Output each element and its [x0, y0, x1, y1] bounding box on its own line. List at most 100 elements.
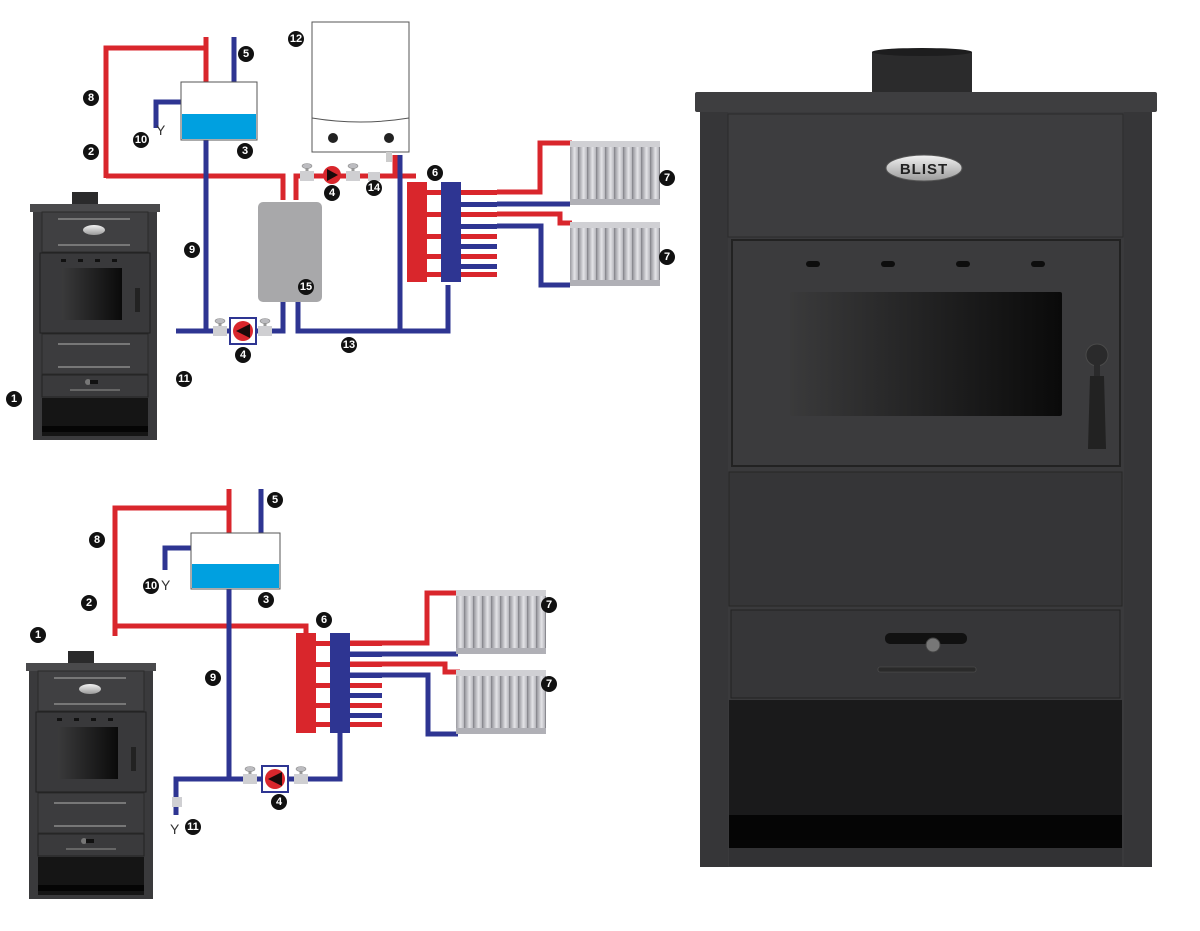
svg-text:5: 5: [243, 48, 249, 60]
svg-text:14: 14: [368, 182, 381, 194]
door-handle-icon[interactable]: [1085, 343, 1109, 449]
pump-icon: [323, 166, 341, 184]
top-diagram: Y: [6, 21, 675, 441]
svg-text:9: 9: [189, 244, 195, 256]
svg-text:7: 7: [546, 599, 552, 611]
callout-10: 10: [143, 578, 159, 594]
valve-icon: [257, 318, 273, 337]
svg-text:4: 4: [329, 187, 336, 199]
door-glass: [790, 292, 1062, 416]
callout-13: 13: [341, 337, 357, 353]
callouts-top: 1 2 3 4 5 6 7 7 8 9 10 11 12 13 14 15 4: [6, 31, 675, 407]
valve-icon: [299, 163, 315, 182]
air-slider-knob[interactable]: [925, 637, 941, 653]
svg-text:BLIST: BLIST: [900, 161, 948, 178]
callout-3: 3: [237, 143, 253, 159]
drawer-handle[interactable]: [877, 666, 977, 673]
callout-9: 9: [184, 242, 200, 258]
svg-text:8: 8: [94, 534, 100, 546]
callout-9: 9: [205, 670, 221, 686]
buffer-tank: [258, 202, 322, 302]
expansion-tank-top: [180, 81, 258, 141]
svg-text:4: 4: [276, 796, 283, 808]
svg-text:15: 15: [300, 281, 312, 293]
callout-7: 7: [541, 597, 557, 613]
callout-8: 8: [89, 532, 105, 548]
callout-12: 12: [288, 31, 304, 47]
manifold-bottom: [296, 590, 460, 737]
callout-7b: 7: [541, 676, 557, 692]
valve-icon: [293, 766, 309, 785]
stove-small-icon: [29, 191, 161, 441]
ash-drawer[interactable]: [730, 609, 1121, 699]
callout-15: 15: [298, 279, 314, 295]
brand-badge: BLIST: [885, 154, 963, 182]
callout-5: 5: [267, 492, 283, 508]
svg-text:2: 2: [86, 597, 92, 609]
callout-4: 4: [271, 794, 287, 810]
drain-valve-icon: [172, 797, 182, 807]
callout-1: 1: [6, 391, 22, 407]
callout-6: 6: [427, 165, 443, 181]
air-slider[interactable]: [885, 633, 967, 644]
radiator-icon: [456, 670, 546, 734]
callout-7: 7: [659, 170, 675, 186]
callout-6: 6: [316, 612, 332, 628]
svg-text:7: 7: [546, 678, 552, 690]
callout-11: 11: [176, 371, 192, 387]
stove-large: BLIST: [695, 48, 1157, 867]
svg-text:3: 3: [263, 594, 269, 606]
bottom-diagram: Y Y: [25, 489, 557, 900]
callout-14: 14: [366, 180, 382, 196]
valve-icon: [212, 318, 228, 337]
callout-4b: 4: [235, 347, 251, 363]
callout-4: 4: [324, 185, 340, 201]
pump-icon: [261, 765, 289, 793]
svg-text:5: 5: [272, 494, 278, 506]
svg-text:13: 13: [343, 339, 355, 351]
svg-text:4: 4: [240, 349, 247, 361]
svg-text:1: 1: [35, 629, 41, 641]
overflow-funnel-icon: Y: [156, 122, 166, 138]
svg-text:10: 10: [145, 580, 157, 592]
pump-icon: [229, 317, 257, 345]
valve-14-icon: [368, 172, 380, 181]
overflow-funnel-icon: Y: [161, 577, 171, 593]
svg-text:12: 12: [290, 33, 302, 45]
expansion-tank-bottom: [190, 532, 281, 590]
svg-text:6: 6: [321, 614, 327, 626]
stove-top-plate: [695, 92, 1157, 112]
gas-boiler: [311, 21, 410, 162]
svg-text:8: 8: [88, 92, 94, 104]
svg-text:1: 1: [11, 393, 17, 405]
callout-11: 11: [185, 819, 201, 835]
callout-3: 3: [258, 592, 274, 608]
svg-text:3: 3: [242, 145, 248, 157]
cold-pipes-top: [153, 37, 451, 334]
callout-2: 2: [83, 144, 99, 160]
callout-2: 2: [81, 595, 97, 611]
valve-icon: [242, 766, 258, 785]
callout-5: 5: [238, 46, 254, 62]
valve-icon: [345, 163, 361, 182]
callout-10: 10: [133, 132, 149, 148]
manifold-top: [407, 140, 572, 288]
svg-text:11: 11: [187, 821, 199, 833]
callout-1: 1: [30, 627, 46, 643]
radiator-icon: [570, 141, 660, 205]
radiator-icon: [570, 222, 660, 286]
svg-text:11: 11: [178, 373, 190, 385]
svg-text:7: 7: [664, 172, 670, 184]
svg-text:9: 9: [210, 672, 216, 684]
callout-8: 8: [83, 90, 99, 106]
chimney-flue: [872, 52, 972, 94]
callouts-bottom: 1 2 3 4 5 6 7 7 8 9 10 11: [30, 492, 557, 835]
svg-text:2: 2: [88, 146, 94, 158]
svg-text:10: 10: [135, 134, 147, 146]
callout-7b: 7: [659, 249, 675, 265]
stove-small-icon: [25, 650, 157, 900]
radiator-icon: [456, 590, 546, 654]
svg-text:6: 6: [432, 167, 438, 179]
svg-text:7: 7: [664, 251, 670, 263]
